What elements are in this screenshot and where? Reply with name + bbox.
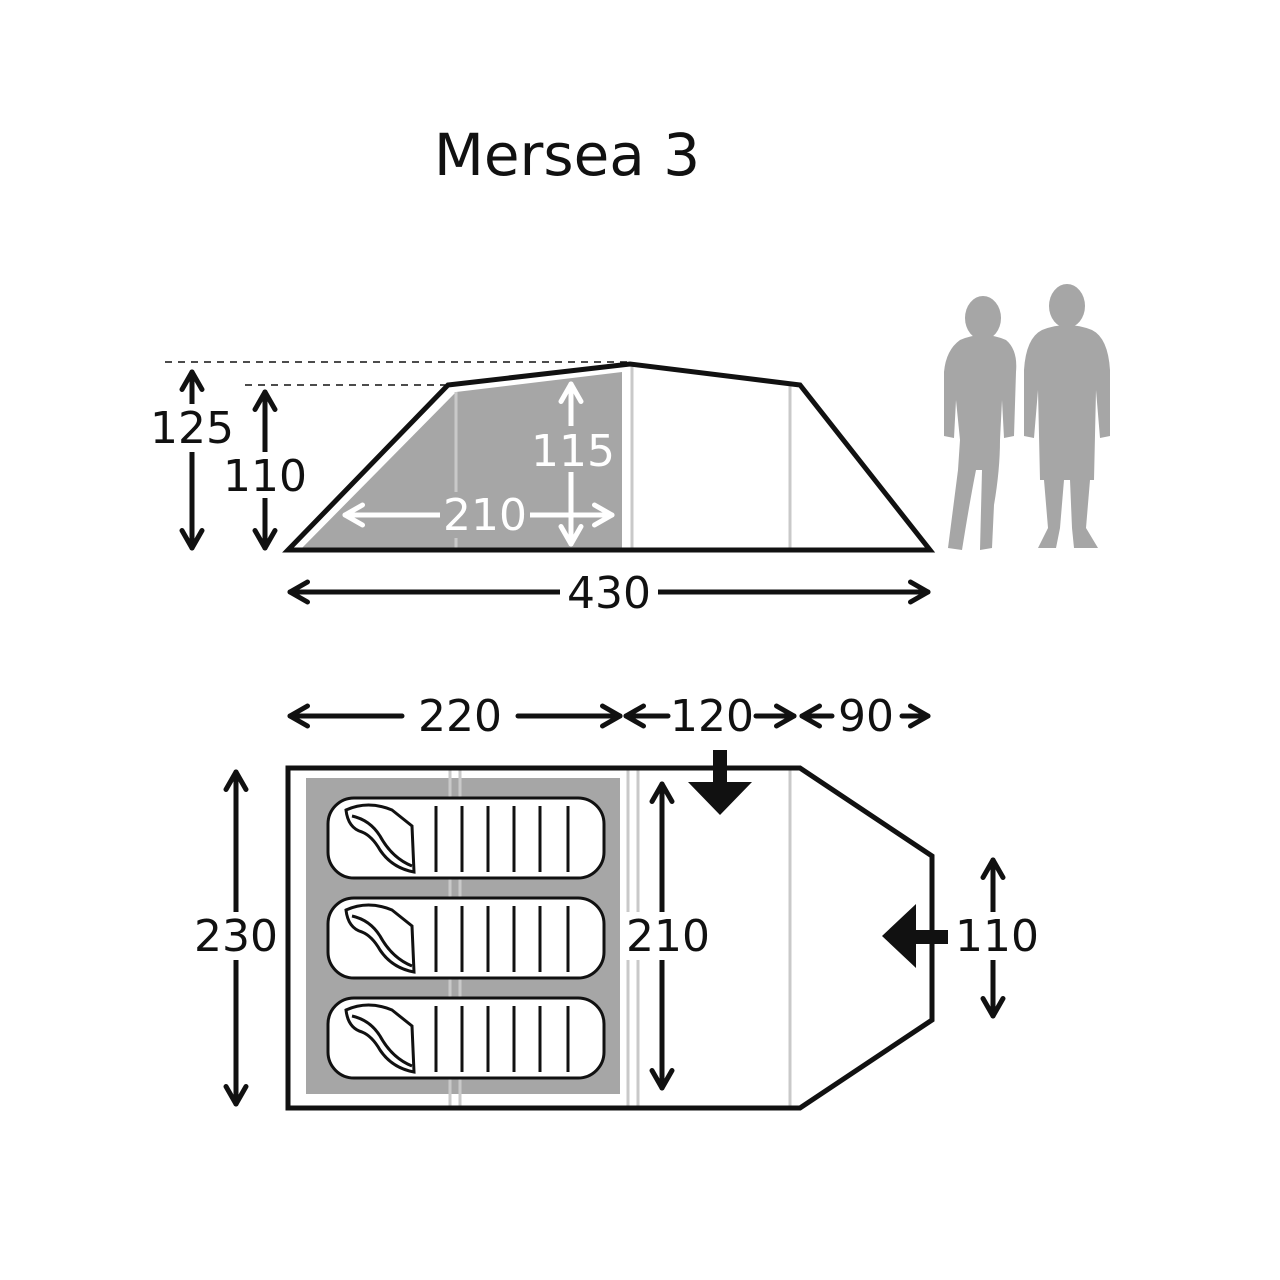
door-arrow-icon (688, 750, 752, 815)
height-inner-label: 115 (531, 426, 615, 477)
sleeping-bag-icon (326, 796, 606, 880)
sleeping-bag-icon (326, 996, 606, 1080)
tent-floor-outline (285, 765, 935, 1111)
door-width-label: 110 (955, 911, 1039, 962)
diagram-title: Mersea 3 (434, 121, 700, 189)
width-inner-label: 210 (626, 911, 710, 962)
total-length-label: 430 (567, 568, 651, 619)
side-view: 125 110 115 210 430 (150, 284, 1110, 619)
section-inner-label: 220 (418, 691, 502, 742)
person-silhouette-icon (944, 296, 1017, 550)
sleeping-bag-icon (326, 896, 606, 980)
tent-side-outline (282, 361, 936, 553)
height-outer-label: 125 (150, 403, 234, 454)
section-porch-label: 120 (670, 691, 754, 742)
width-total-label: 230 (194, 911, 278, 962)
door-arrow-icon (882, 904, 948, 968)
inner-length-label: 210 (443, 490, 527, 541)
person-silhouette-icon (1024, 284, 1110, 548)
section-front-label: 90 (838, 691, 894, 742)
height-porch-label: 110 (223, 451, 307, 502)
floor-plan: 220 120 90 (190, 691, 1039, 1111)
